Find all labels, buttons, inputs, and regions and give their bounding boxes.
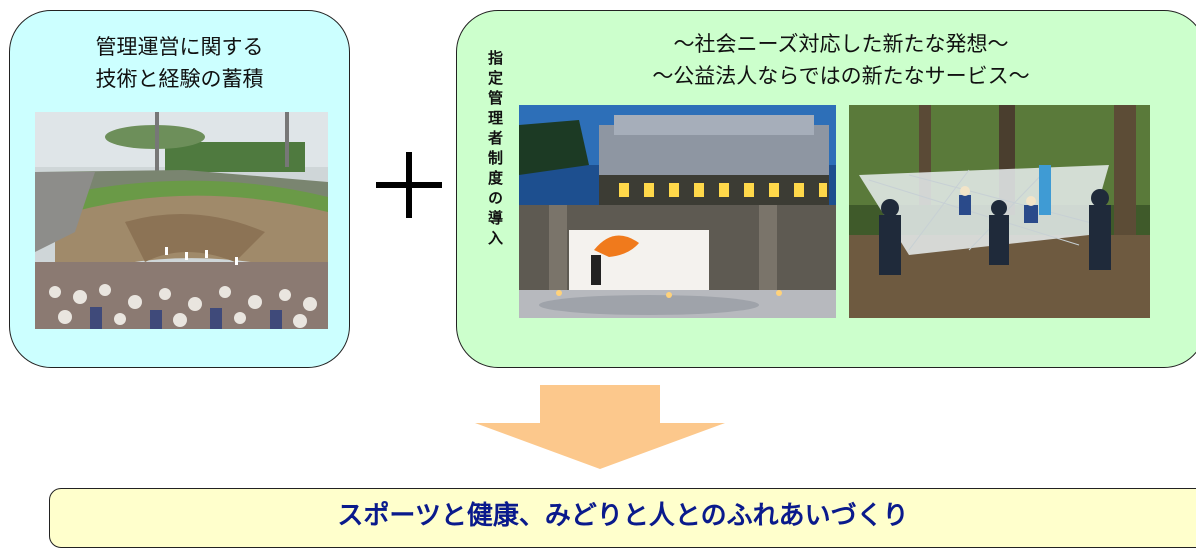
baseball-stadium-photo: [35, 112, 328, 329]
new-ideas-title: ～社会ニーズ対応した新たな発想～ ～公益法人ならではの新たなサービス～: [652, 32, 1030, 88]
plus-icon: [374, 150, 444, 220]
slogan-text: スポーツと健康、みどりと人とのふれあいづくり: [337, 501, 909, 531]
technology-experience-title: 管理運営に関する 技術と経験の蓄積: [95, 35, 264, 91]
outdoor-stage-performance-photo: [519, 105, 836, 318]
forest-hammock-play-photo: [849, 105, 1150, 318]
down-arrow-icon: [470, 385, 730, 474]
slogan-banner: スポーツと健康、みどりと人とのふれあいづくり: [49, 488, 1196, 548]
designated-manager-label: 指定管理者制度の導入: [486, 50, 504, 250]
